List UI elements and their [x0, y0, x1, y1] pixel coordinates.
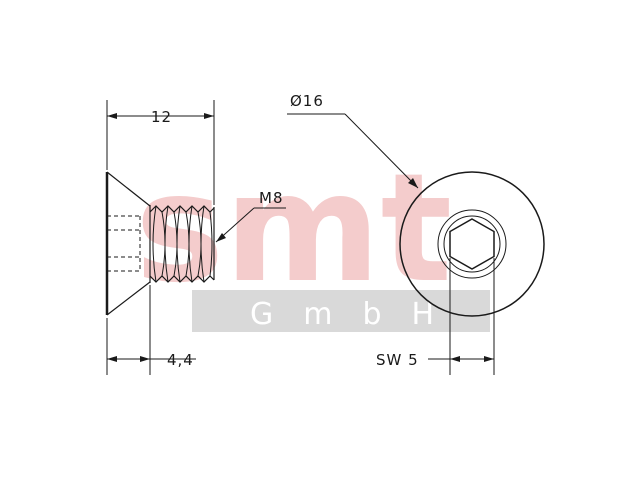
dim-head-height	[106, 285, 196, 375]
dim-socket-size-label: SW 5	[376, 351, 419, 369]
watermark-band	[192, 290, 490, 332]
screw-side-view	[105, 171, 215, 316]
dim-thread-label: M8	[259, 189, 284, 207]
head-outline	[399, 171, 545, 317]
dim-socket-size	[428, 258, 495, 375]
socket-hidden-lines	[107, 215, 141, 272]
thread-helix	[152, 205, 213, 283]
dim-head-height-label: 4,4	[167, 351, 194, 369]
dim-length-label: 12	[151, 108, 172, 126]
screw-front-view	[399, 171, 545, 317]
hex-socket	[449, 218, 495, 270]
dim-length	[106, 100, 215, 205]
thread-top	[149, 205, 215, 213]
watermark-brand: smt	[135, 142, 452, 316]
watermark-company: GmbH	[250, 297, 464, 332]
socket-inner-circle	[443, 215, 501, 273]
head-cone-lower	[106, 281, 151, 316]
thread-bottom	[149, 275, 215, 283]
dim-head-diameter-label: Ø16	[290, 92, 324, 110]
dim-head-diameter	[287, 113, 419, 189]
dim-thread-leader	[215, 207, 286, 243]
watermark: smt GmbH	[135, 142, 490, 332]
head-cone-upper	[106, 171, 151, 207]
socket-chamfer	[437, 209, 507, 279]
